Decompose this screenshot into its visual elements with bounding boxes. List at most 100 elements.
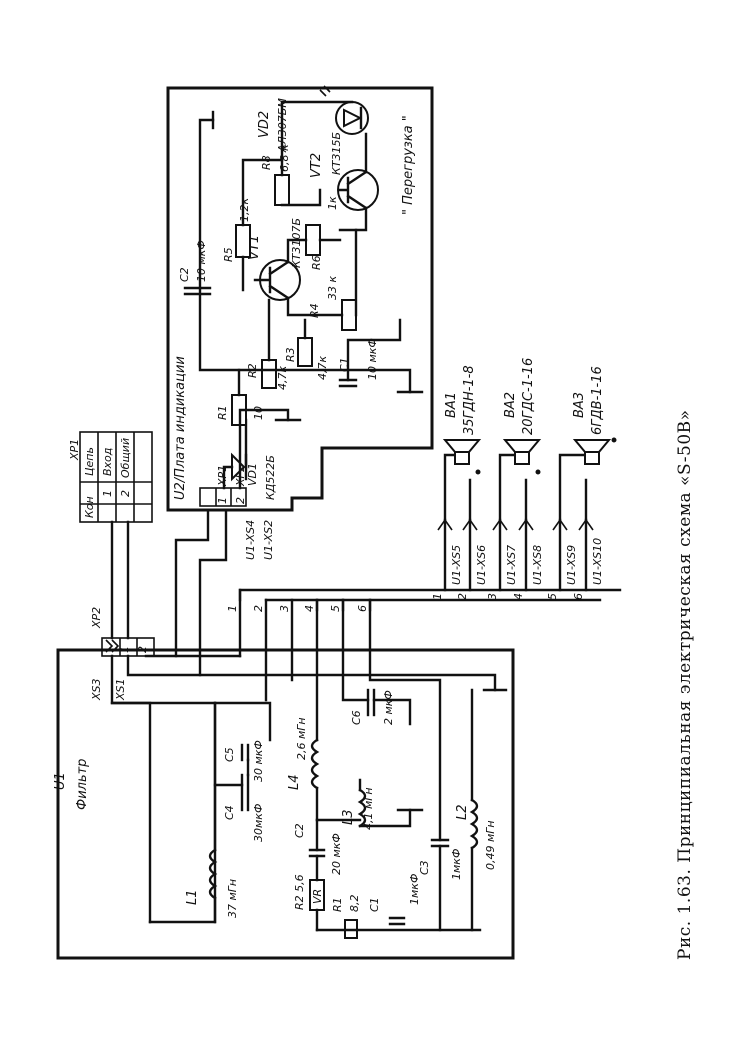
ind-r8: R8 [260,155,273,170]
u1-name: Фильтр [75,759,90,810]
ind-r1: R1 [216,405,229,420]
ind-r1-val: 10 [252,406,265,420]
filter-c4: C4 [223,805,236,820]
r4-wires [286,228,358,317]
jack-label-1: U1-XS5 [450,545,463,585]
speaker-type-1: 35ГДН-1-8 [462,365,477,435]
ind-c2: C2 [178,267,191,282]
speaker-ref-3: BA3 [572,392,587,418]
filter-l2-val: 0,49 мГн [484,820,497,870]
speaker-ref-2: BA2 [503,392,518,418]
jack-num-2: 2 [456,593,469,600]
xp2-arrow-icon [105,639,120,653]
ind-r2-body [261,359,277,389]
u2-indicator-board [166,86,434,512]
u2-name: U2/Плата индикации [173,356,188,500]
ind-r2-val: 4,7к [276,366,289,390]
speaker-type-2: 20ГДС-1-16 [521,358,536,435]
jack-label-2: U1-XS6 [475,545,488,585]
xp1-table: XP1 Кон Цепь 1 Вход 2 Общий [68,431,153,523]
r6-wires [286,238,342,264]
c6-out [372,698,412,726]
ind-c1-val: 10 мкФ [366,338,379,380]
filter-c1-val: 1мкФ [408,874,421,905]
u2-lower-rail [198,288,412,394]
filter-c2-val: 20 мкФ [330,833,343,875]
overload-label: " Перегрузка " [401,115,416,215]
l1-return [148,896,217,924]
u2-xp1: XP1 [216,465,229,487]
ind-r3-body [297,337,313,367]
ind-vt1-type: КТ3107Б [290,218,303,268]
filter-l4: L4 [287,774,302,790]
xp1-header-pin: Кон [83,496,96,518]
xp1-row2-circuit: Общий [119,438,132,478]
u2-feed-wire-1 [174,508,210,658]
r5-wires [241,158,284,292]
l1-coil [208,848,218,900]
r8-wires [280,158,322,207]
l2-coil [469,798,479,850]
vt1-leads [253,260,290,300]
bus-num-1: 1 [226,605,239,612]
ind-vd2: VD2 [257,111,272,138]
xs3-label: XS3 [90,678,103,701]
jack-num-6: 6 [572,593,585,600]
xs1-label: XS1 [114,678,127,701]
ind-r4-val: 33 к [326,276,339,300]
filter-l1: L1 [185,889,200,905]
ind-r5: R5 [222,247,235,262]
ind-r6-val: 1к [326,196,339,210]
u1-ref: U1 [53,772,68,790]
jack-label-6: U1-XS10 [591,538,604,585]
ind-vd1: VD1 [246,463,259,486]
vd2-wires [280,100,368,232]
ind-vd1-type: КД522Б [264,455,277,500]
filter-l3: L3 [341,809,356,825]
vt2-leads [338,170,368,210]
filter-l3-val: 4,1 мГн [362,787,375,830]
speaker-polarity-dot [475,469,481,475]
filter-c5-val: 30 мкФ [252,740,265,782]
jack-label-4: U1-XS8 [531,545,544,585]
filter-l1-val: 37 мГн [226,879,239,918]
ind-r6-body [305,224,321,256]
u2-feed-wire-2 [198,508,228,677]
filter-c4-val: 30мкФ [252,804,265,842]
filter-c6: C6 [350,710,363,725]
xp1-ref: XP1 [68,439,81,461]
ind-r4-body [341,299,357,331]
filter-c3: C3 [418,860,431,875]
c2-up [198,118,215,290]
speaker-icon [572,439,612,465]
ind-r5-val: 1,2к [238,198,251,222]
ind-vt2-type: КТ315Б [330,132,343,175]
ind-vt2: VT2 [309,153,324,178]
ind-r6: R6 [310,255,323,270]
ind-r5-body [235,224,251,258]
xp1-row1-circuit: Вход [101,448,114,476]
jack-num-5: 5 [546,593,559,600]
filter-r2: R2 5,6 [293,874,306,910]
filter-r1: R1 [331,897,344,912]
xp2-pin1: 1 [118,646,131,653]
u2-pin1: 1 [216,497,229,504]
speaker-ref-1: BA1 [444,392,459,418]
output-bus [238,588,622,702]
bus-num-6: 6 [356,605,369,612]
jack-num-4: 4 [512,593,525,600]
l3-wires [358,778,412,828]
figure-caption: Рис. 1.63. Принципиальная электрическая … [675,409,695,960]
bus6-to-c3 [368,598,442,842]
ground-wire-u2 [238,408,290,490]
ground-rail [126,654,497,692]
xp1-header-circuit: Цепь [83,447,96,476]
r2-r3-wires [267,298,402,382]
jack-arrow-icons [437,518,594,531]
ind-r3: R3 [284,347,297,362]
u2-pin2: 2 [234,497,247,504]
filter-c2: C2 [293,823,306,838]
filter-c6-val: 2 мкФ [382,690,395,725]
xp1-row2-pin: 2 [119,490,132,497]
